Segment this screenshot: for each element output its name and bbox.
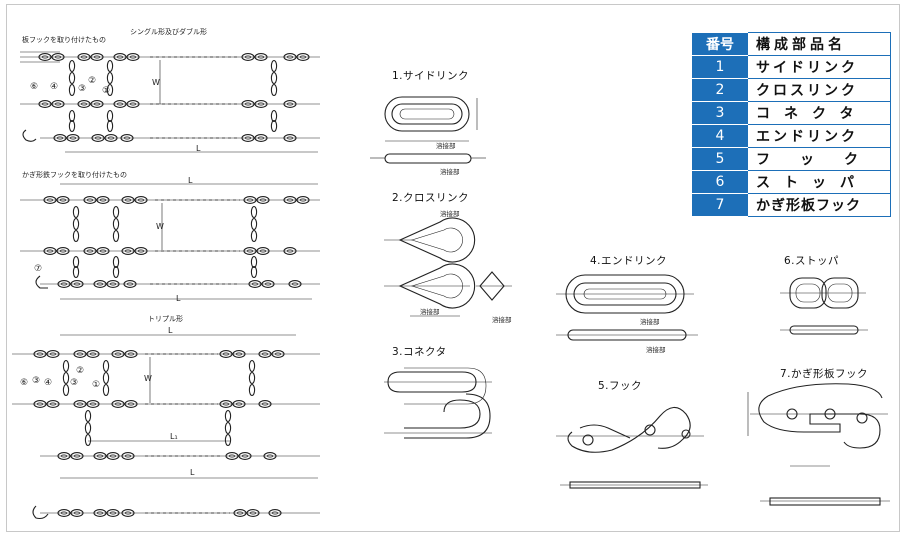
dim-W-top: W bbox=[152, 78, 160, 87]
part-number: 2 bbox=[692, 78, 748, 102]
end-link-drawing bbox=[556, 274, 698, 341]
part-name: かぎ形板フック bbox=[748, 193, 891, 217]
caption-cross-link: 2.クロスリンク bbox=[392, 192, 470, 204]
header-number: 番号 bbox=[692, 32, 748, 56]
dim-W-bottom: W bbox=[144, 374, 152, 383]
callout-4: ④ bbox=[50, 82, 59, 92]
part-number: 3 bbox=[692, 101, 748, 125]
chain-row-10 bbox=[32, 505, 320, 520]
chain-row-6 bbox=[35, 275, 320, 289]
part-number: 1 bbox=[692, 55, 748, 79]
chain-row-3 bbox=[22, 129, 320, 142]
callout-6: ⑥ bbox=[30, 82, 39, 92]
caption-side-link: 1.サイドリンク bbox=[392, 70, 470, 82]
chain-row-9 bbox=[40, 452, 320, 460]
weld-label-cross: 溶接部 bbox=[440, 210, 460, 218]
part-name: ストッパ bbox=[748, 170, 891, 194]
part-name: サイドリンク bbox=[748, 55, 891, 79]
hook-drawing bbox=[556, 406, 708, 489]
parts-table-header: 番号 構成部品名 bbox=[692, 32, 891, 56]
callout-7: ⑦ bbox=[34, 264, 43, 274]
callout-2b: ② bbox=[76, 366, 85, 376]
connector-drawing bbox=[384, 367, 492, 439]
table-row: 4 エンドリンク bbox=[692, 124, 891, 148]
callout-3b: ③ bbox=[32, 376, 41, 386]
dim-L-bottom-top: L bbox=[168, 326, 173, 335]
weld-label-side: 溶接部 bbox=[436, 142, 456, 150]
caption-end-link: 4.エンドリンク bbox=[590, 255, 668, 267]
callout-2: ② bbox=[88, 76, 97, 86]
dim-L-bottom: L bbox=[190, 468, 195, 477]
parts-table: 番号 構成部品名 1 サイドリンク 2 クロスリンク 3 コネクタ 4 エンドリ… bbox=[692, 32, 891, 217]
dim-L-mid-bottom: L bbox=[176, 294, 181, 303]
weld-label-end: 溶接部 bbox=[640, 318, 660, 326]
caption-hook: 5.フック bbox=[598, 380, 643, 392]
part-name: コネクタ bbox=[748, 101, 891, 125]
dim-L1-bottom: L₁ bbox=[170, 432, 178, 441]
stopper-drawing bbox=[780, 277, 868, 335]
table-row: 7 かぎ形板フック bbox=[692, 193, 891, 217]
title-single-double: シングル形及びダブル形 bbox=[130, 28, 207, 36]
caption-connector: 3.コネクタ bbox=[392, 346, 447, 358]
part-name: フック bbox=[748, 147, 891, 171]
callout-1: ① bbox=[102, 86, 111, 96]
weld-label-cross-3: 溶接部 bbox=[492, 316, 512, 324]
table-row: 5 フック bbox=[692, 147, 891, 171]
side-link-drawing bbox=[370, 96, 486, 164]
label-bent-hook: かぎ形鉄フックを取り付けたもの bbox=[22, 171, 127, 179]
callout-6b: ⑥ bbox=[20, 378, 29, 388]
label-triple: トリプル形 bbox=[148, 315, 183, 323]
header-part-name: 構成部品名 bbox=[748, 32, 891, 56]
dim-L-mid-top: L bbox=[188, 176, 193, 185]
part-number: 4 bbox=[692, 124, 748, 148]
hook-plate-drawing bbox=[747, 383, 890, 506]
part-number: 5 bbox=[692, 147, 748, 171]
weld-label-side-2: 溶接部 bbox=[440, 168, 460, 176]
table-row: 3 コネクタ bbox=[692, 101, 891, 125]
table-row: 2 クロスリンク bbox=[692, 78, 891, 102]
callout-3: ③ bbox=[78, 84, 87, 94]
cross-links-block2 bbox=[72, 205, 258, 279]
caption-stopper: 6.ストッパ bbox=[784, 255, 840, 267]
cross-link-drawing bbox=[384, 217, 512, 317]
table-row: 6 ストッパ bbox=[692, 170, 891, 194]
weld-label-cross-2: 溶接部 bbox=[420, 308, 440, 316]
callout-4b: ④ bbox=[44, 378, 53, 388]
label-plate-hook: 板フックを取り付けたもの bbox=[22, 36, 106, 44]
table-row: 1 サイドリンク bbox=[692, 55, 891, 79]
caption-hook-plate: 7.かぎ形板フック bbox=[780, 368, 869, 380]
callout-3c: ③ bbox=[70, 378, 79, 388]
part-number: 6 bbox=[692, 170, 748, 194]
dim-L-top: L bbox=[196, 144, 201, 153]
weld-label-end-2: 溶接部 bbox=[646, 346, 666, 354]
dim-W-mid: W bbox=[156, 222, 164, 231]
cross-links-block1 bbox=[68, 59, 278, 133]
part-name: エンドリンク bbox=[748, 124, 891, 148]
part-name: クロスリンク bbox=[748, 78, 891, 102]
part-number: 7 bbox=[692, 193, 748, 217]
callout-1b: ① bbox=[92, 380, 101, 390]
